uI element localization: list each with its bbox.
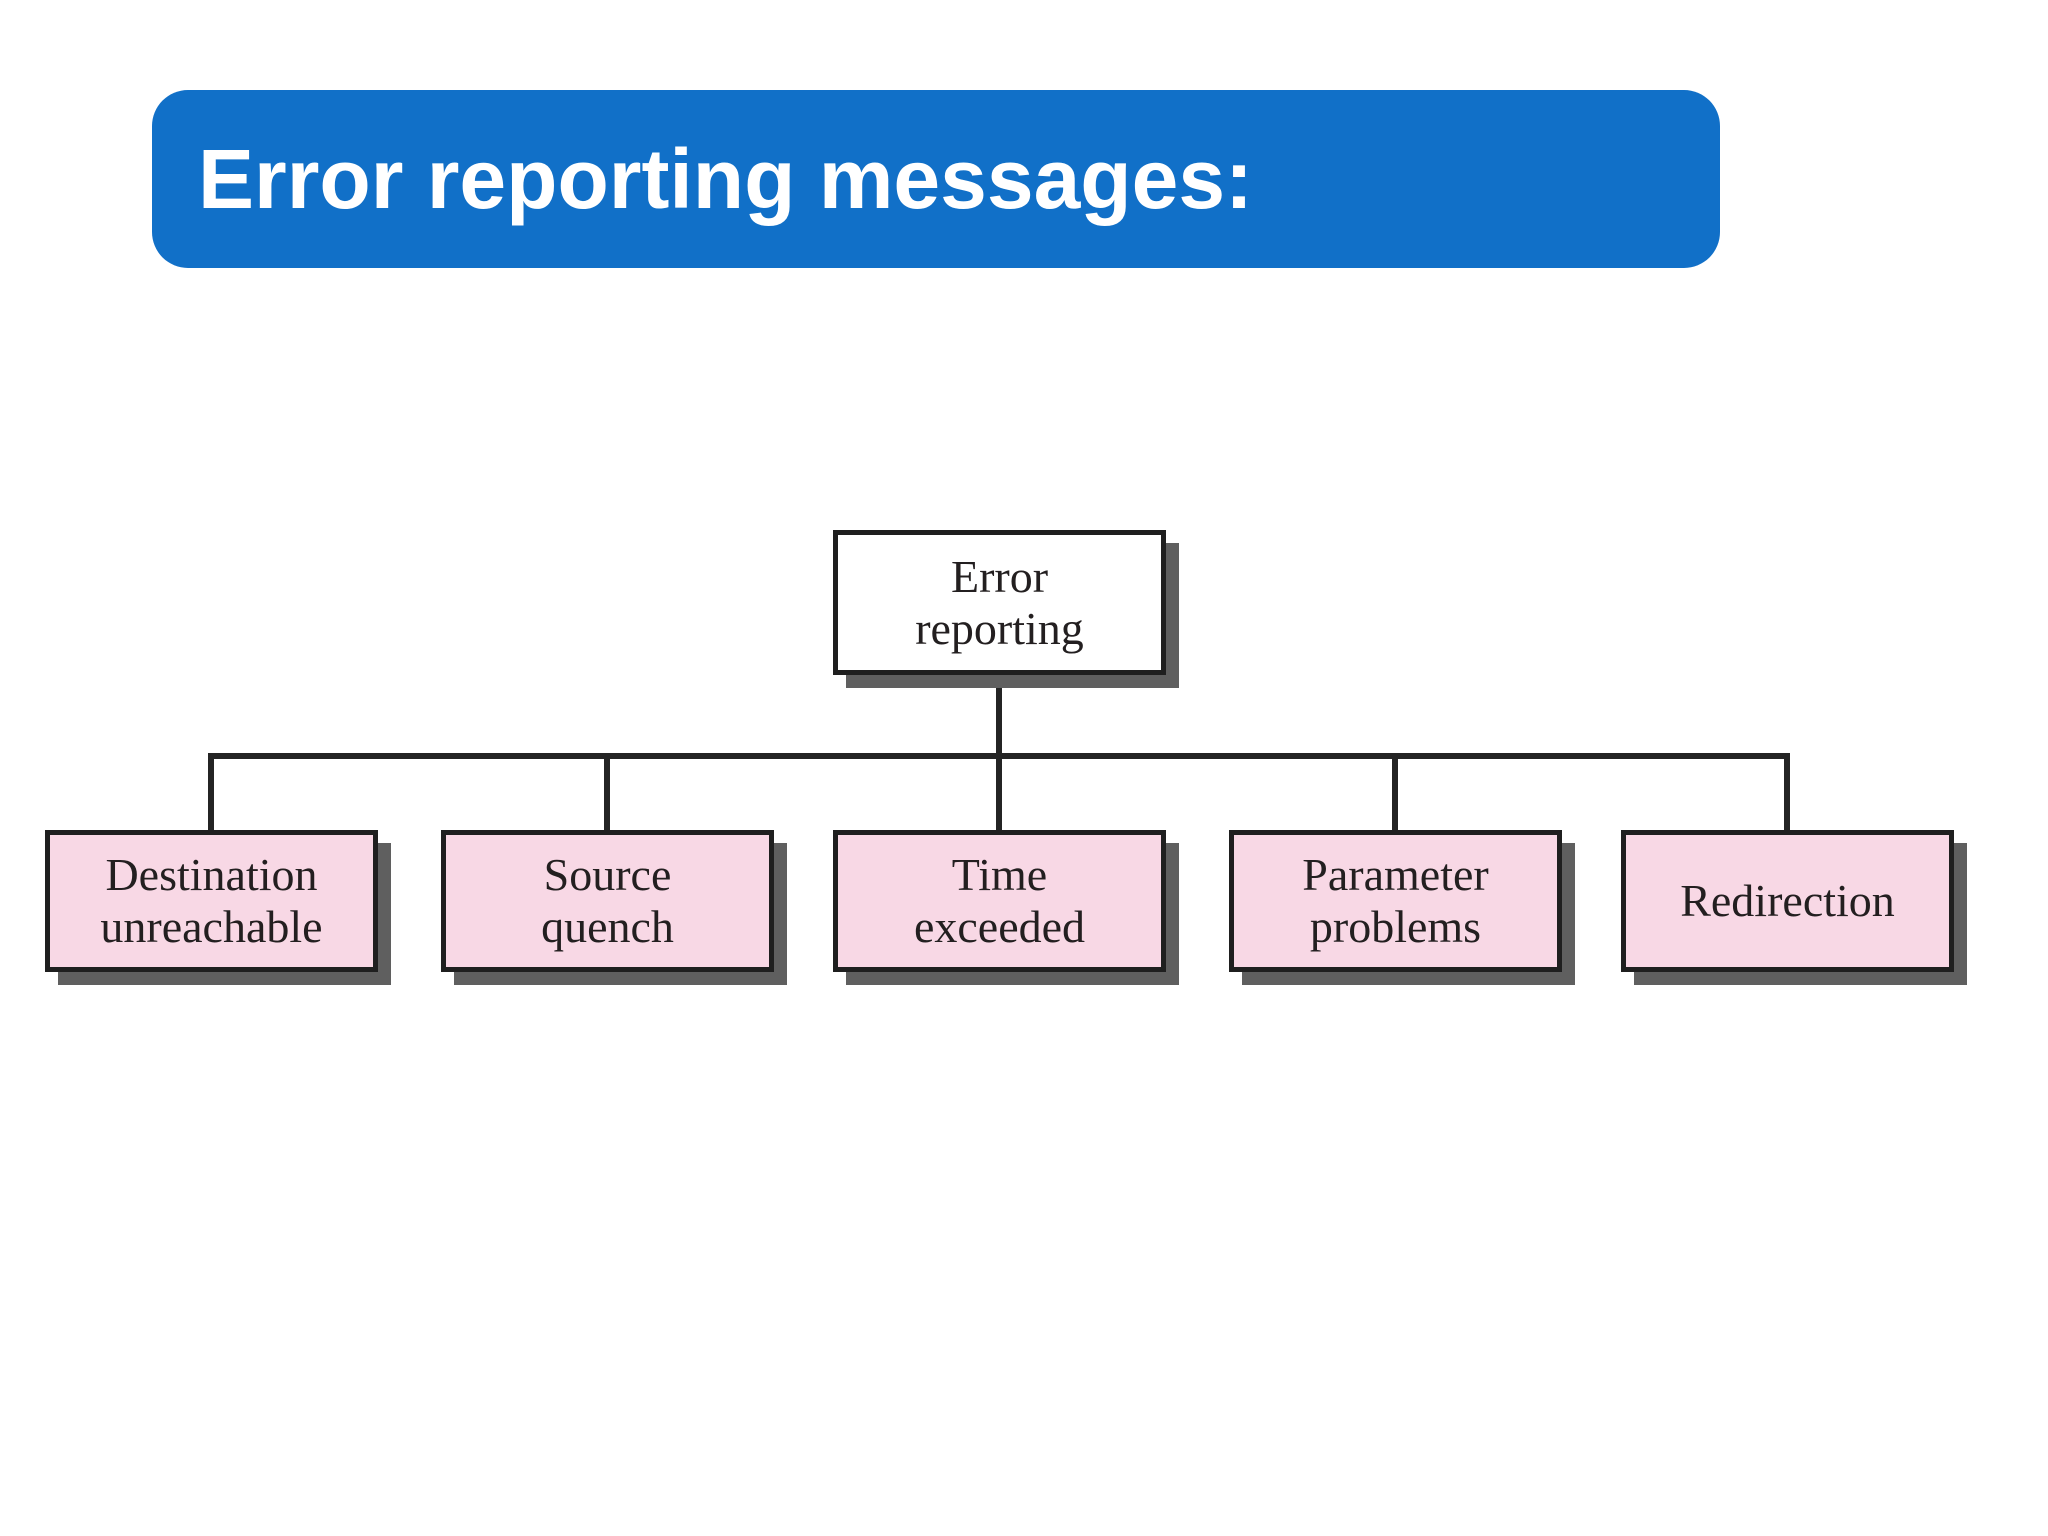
node-source-quench: Source quench — [441, 830, 774, 972]
connector-drop-parameter-problems — [1392, 753, 1398, 838]
node-source-quench-label: Source quench — [541, 849, 674, 952]
node-error-reporting: Error reporting — [833, 530, 1166, 675]
node-error-reporting-label: Error reporting — [915, 550, 1084, 654]
node-time-exceeded: Time exceeded — [833, 830, 1166, 972]
node-destination-unreachable-label: Destination unreachable — [100, 849, 323, 952]
page-title: Error reporting messages: — [198, 131, 1254, 226]
node-destination-unreachable: Destination unreachable — [45, 830, 378, 972]
connector-drop-source-quench — [604, 753, 610, 838]
connector-drop-redirection — [1784, 753, 1790, 838]
node-time-exceeded-label: Time exceeded — [913, 849, 1086, 952]
connector-drop-destination-unreachable — [208, 753, 214, 838]
title-bar: Error reporting messages: — [152, 90, 1720, 268]
node-parameter-problems-label: Parameter problems — [1302, 849, 1489, 952]
connector-root-drop — [996, 672, 1002, 760]
connector-drop-time-exceeded — [996, 753, 1002, 838]
node-parameter-problems: Parameter problems — [1229, 830, 1562, 972]
node-redirection-label: Redirection — [1680, 875, 1895, 927]
node-redirection: Redirection — [1621, 830, 1954, 972]
